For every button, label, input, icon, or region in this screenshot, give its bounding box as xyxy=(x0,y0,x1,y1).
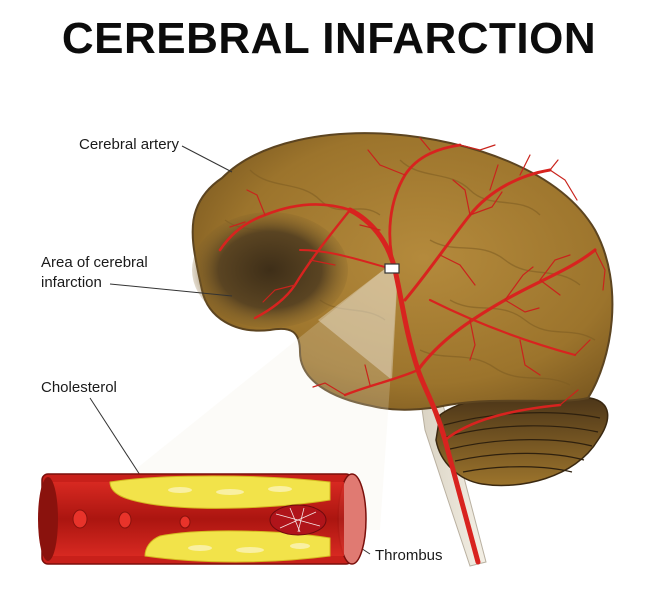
infarction-area xyxy=(192,212,348,328)
red-blood-cells xyxy=(72,509,191,529)
zoom-cone xyxy=(318,268,398,380)
artery-branches xyxy=(229,137,606,406)
label-thrombus: Thrombus xyxy=(375,547,443,564)
cholesterol-plaque xyxy=(109,475,331,563)
label-infarction-line2: infarction xyxy=(41,274,102,291)
label-cerebral-artery: Cerebral artery xyxy=(79,136,180,153)
thrombus-clot xyxy=(269,504,327,536)
label-cholesterol: Cholesterol xyxy=(41,379,117,396)
label-infarction-line1: Area of cerebral xyxy=(41,254,148,271)
cerebellum-folds xyxy=(443,412,601,473)
label-infarction-area: Area of cerebral infarction xyxy=(41,253,191,293)
zoom-projection xyxy=(60,268,398,530)
diagram-title: CEREBRAL INFARCTION xyxy=(61,14,597,63)
occlusion-marker xyxy=(384,263,400,274)
